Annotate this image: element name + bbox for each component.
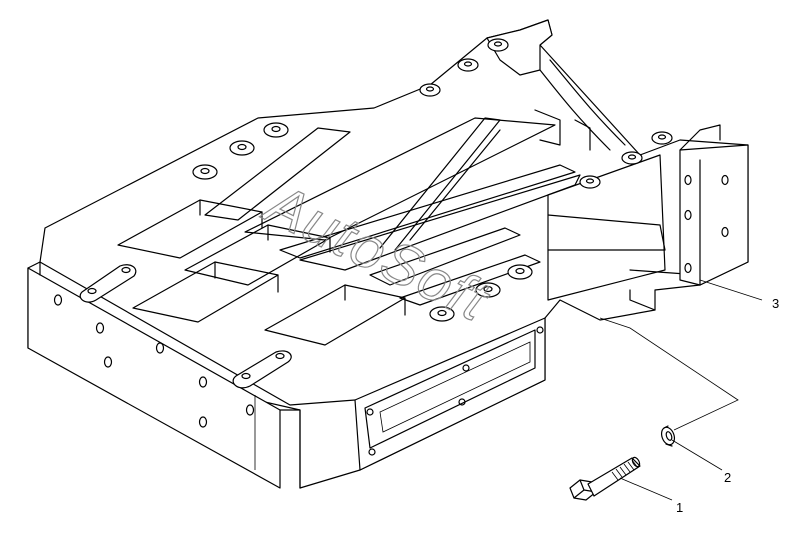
fastener — [475, 282, 501, 298]
bolt — [569, 456, 641, 501]
fastener — [651, 131, 673, 145]
callout-label-1: 1 — [676, 500, 683, 515]
fastener — [621, 151, 643, 165]
callout-leader-3 — [699, 279, 763, 301]
fastener — [263, 122, 289, 138]
washer — [660, 425, 676, 447]
assembly-line — [599, 317, 739, 431]
callout-leader-2 — [671, 439, 723, 471]
side-holes — [53, 174, 729, 428]
callout-leader-1 — [619, 477, 673, 501]
fastener — [457, 58, 479, 72]
fastener — [507, 264, 533, 280]
fastener — [487, 38, 509, 52]
fastener — [229, 140, 255, 156]
cover-screws — [366, 326, 544, 456]
fastener — [429, 306, 455, 322]
callout-label-2: 2 — [724, 470, 731, 485]
main-frame — [27, 19, 749, 489]
link-plates — [79, 264, 292, 389]
callout-leaders — [619, 279, 763, 501]
fastener — [192, 164, 218, 180]
callout-label-3: 3 — [772, 296, 779, 311]
top-fasteners — [192, 38, 673, 322]
fastener — [419, 83, 441, 97]
fastener — [579, 175, 601, 189]
